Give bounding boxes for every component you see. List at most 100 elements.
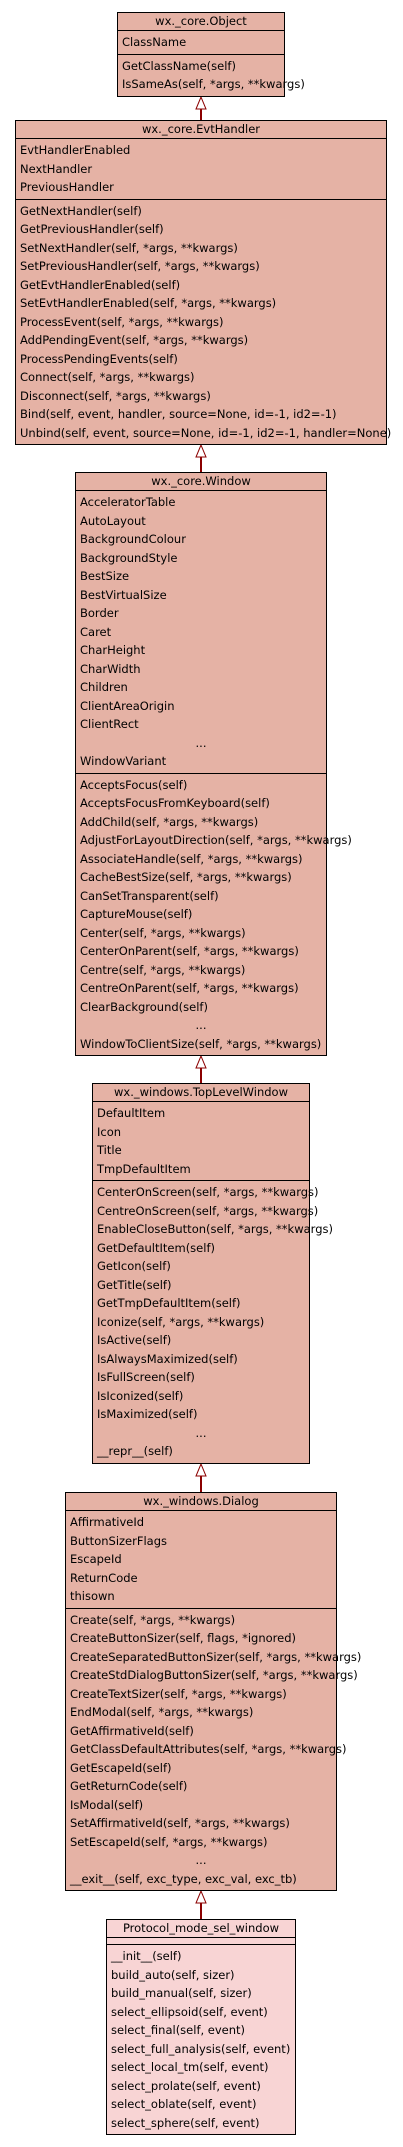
class-method: ClearBackground(self) [80, 999, 208, 1014]
class-method: AdjustForLayoutDirection(self, *args, **… [80, 833, 352, 847]
class-method: select_prolate(self, event) [111, 2078, 261, 2093]
class-method: GetIcon(self) [97, 1259, 171, 1273]
class-method: select_final(self, event) [111, 2023, 246, 2037]
class-method: GetReturnCode(self) [70, 1779, 188, 1793]
inheritance-arrowhead [195, 443, 207, 458]
inheritance-arrowhead [195, 1054, 207, 1069]
inheritance-arrowhead [195, 1889, 207, 1904]
class-method: ... [195, 1018, 207, 1032]
class-attribute: AutoLayout [80, 513, 146, 528]
class-attribute: BackgroundStyle [80, 550, 178, 565]
class-attribute: BestSize [80, 569, 130, 583]
class-method: CenterOnParent(self, *args, **kwargs) [80, 944, 299, 958]
class-title: wx._core.Object [118, 13, 284, 31]
class-method: IsAlwaysMaximized(self) [97, 1351, 238, 1366]
class-title: wx._core.Window [76, 473, 326, 491]
class-attribute: BackgroundColour [80, 532, 186, 546]
class-method: GetDefaultItem(self) [97, 1240, 215, 1255]
class-attribute: PreviousHandler [20, 180, 114, 194]
class-method: GetTmpDefaultItem(self) [97, 1296, 241, 1310]
class-method: GetClassName(self) [122, 58, 236, 73]
class-method: AcceptsFocus(self) [80, 777, 188, 792]
class-method: Disconnect(self, *args, **kwargs) [20, 388, 211, 403]
inheritance-arrowhead [195, 1462, 207, 1477]
class-method: AddChild(self, *args, **kwargs) [80, 814, 259, 829]
class-method: AssociateHandle(self, *args, **kwargs) [80, 851, 303, 866]
class-methods-section: GetClassName(self)IsSameAs(self, *args, … [118, 53, 305, 96]
class-attribute: thisown [70, 1589, 115, 1603]
class-attribute: AffirmativeId [70, 1515, 145, 1529]
class-method: AddPendingEvent(self, *args, **kwargs) [20, 333, 249, 347]
class-title: wx._windows.TopLevelWindow [93, 1084, 309, 1102]
class-methods-section: __init__(self) build_auto(self, sizer) bui… [107, 1944, 295, 2134]
class-method: SetNextHandler(self, *args, **kwargs) [20, 240, 238, 255]
class-attribute: BestVirtualSize [80, 587, 167, 602]
class-method: Center(self, *args, **kwargs) [80, 925, 246, 940]
class-method: GetEvtHandlerEnabled(self) [20, 277, 181, 292]
class-method: ... [195, 1425, 207, 1440]
class-method: __exit__(self, exc_type, exc_val, exc_tb… [70, 1871, 297, 1886]
class-attribute: WindowVariant [80, 754, 167, 768]
class-method: IsModal(self) [70, 1797, 144, 1812]
class-attribute: CharWidth [80, 661, 141, 676]
class-attribute: Icon [97, 1124, 122, 1139]
class-method: IsMaximized(self) [97, 1407, 198, 1421]
class-attributes-section: ClassName [118, 31, 284, 54]
class-methods-section: AcceptsFocus(self) AcceptsFocusFromKeyboa… [76, 772, 352, 1056]
class-method: build_manual(self, sizer) [111, 1986, 252, 2000]
class-methods-section: Create(self, *args, **kwargs)CreateButto… [66, 1607, 362, 1891]
class-attribute: EscapeId [70, 1552, 122, 1566]
class-attribute: ClientAreaOrigin [80, 698, 175, 713]
class-methods-section: GetNextHandler(self)GetPreviousHandler(s… [16, 198, 392, 445]
class-method: CreateStdDialogButtonSizer(self, *args, … [70, 1668, 358, 1682]
class-attribute: ReturnCode [70, 1570, 138, 1585]
class-method: select_local_tm(self, event) [111, 2060, 269, 2074]
class-method: IsActive(self) [97, 1333, 172, 1347]
class-method: __init__(self) [111, 1949, 182, 1963]
class-method: CacheBestSize(self, *args, **kwargs) [80, 870, 292, 884]
class-method: Connect(self, *args, **kwargs) [20, 370, 195, 384]
class-box-protocol-mode-sel-window: Protocol_mode_sel_window__init__(self)bu… [106, 1919, 296, 2135]
class-method: EndModal(self, *args, **kwargs) [70, 1705, 254, 1719]
class-method: Unbind(self, event, source=None, id=-1, … [20, 425, 392, 440]
class-title: wx._core.EvtHandler [16, 121, 386, 139]
class-method: Centre(self, *args, **kwargs) [80, 962, 246, 977]
class-attribute: Border [80, 606, 119, 620]
class-attribute: ... [195, 735, 207, 750]
class-attribute: AcceleratorTable [80, 495, 176, 509]
class-method: GetPreviousHandler(self) [20, 222, 164, 236]
class-attribute: ButtonSizerFlags [70, 1533, 168, 1548]
class-method: CentreOnScreen(self, *args, **kwargs) [97, 1203, 319, 1218]
inheritance-arrowhead [195, 95, 207, 110]
class-method: CreateSeparatedButtonSizer(self, *args, … [70, 1649, 362, 1664]
class-attribute: Title [97, 1143, 122, 1157]
class-method: Bind(self, event, handler, source=None, … [20, 407, 337, 421]
class-method: IsFullScreen(self) [97, 1370, 195, 1384]
class-method: ProcessEvent(self, *args, **kwargs) [20, 314, 224, 329]
class-method: select_oblate(self, event) [111, 2097, 257, 2111]
class-method: CentreOnParent(self, *args, **kwargs) [80, 981, 299, 995]
class-method: SetEscapeId(self, *args, **kwargs) [70, 1834, 268, 1849]
class-method: __repr__(self) [97, 1444, 173, 1458]
class-method: AcceptsFocusFromKeyboard(self) [80, 796, 270, 810]
class-method: ProcessPendingEvents(self) [20, 351, 178, 366]
class-attribute: Caret [80, 624, 112, 639]
class-method: build_auto(self, sizer) [111, 1967, 235, 1982]
class-method: GetClassDefaultAttributes(self, *args, *… [70, 1742, 347, 1756]
class-attribute: Children [80, 680, 128, 694]
class-method: select_sphere(self, event) [111, 2115, 260, 2130]
class-methods-section: CenterOnScreen(self, *args, **kwargs)Cen… [93, 1180, 333, 1463]
class-method: EnableCloseButton(self, *args, **kwargs) [97, 1222, 333, 1236]
class-method: GetTitle(self) [97, 1277, 172, 1292]
class-attribute: DefaultItem [97, 1106, 166, 1120]
class-method: CreateButtonSizer(self, flags, *ignored) [70, 1631, 296, 1645]
